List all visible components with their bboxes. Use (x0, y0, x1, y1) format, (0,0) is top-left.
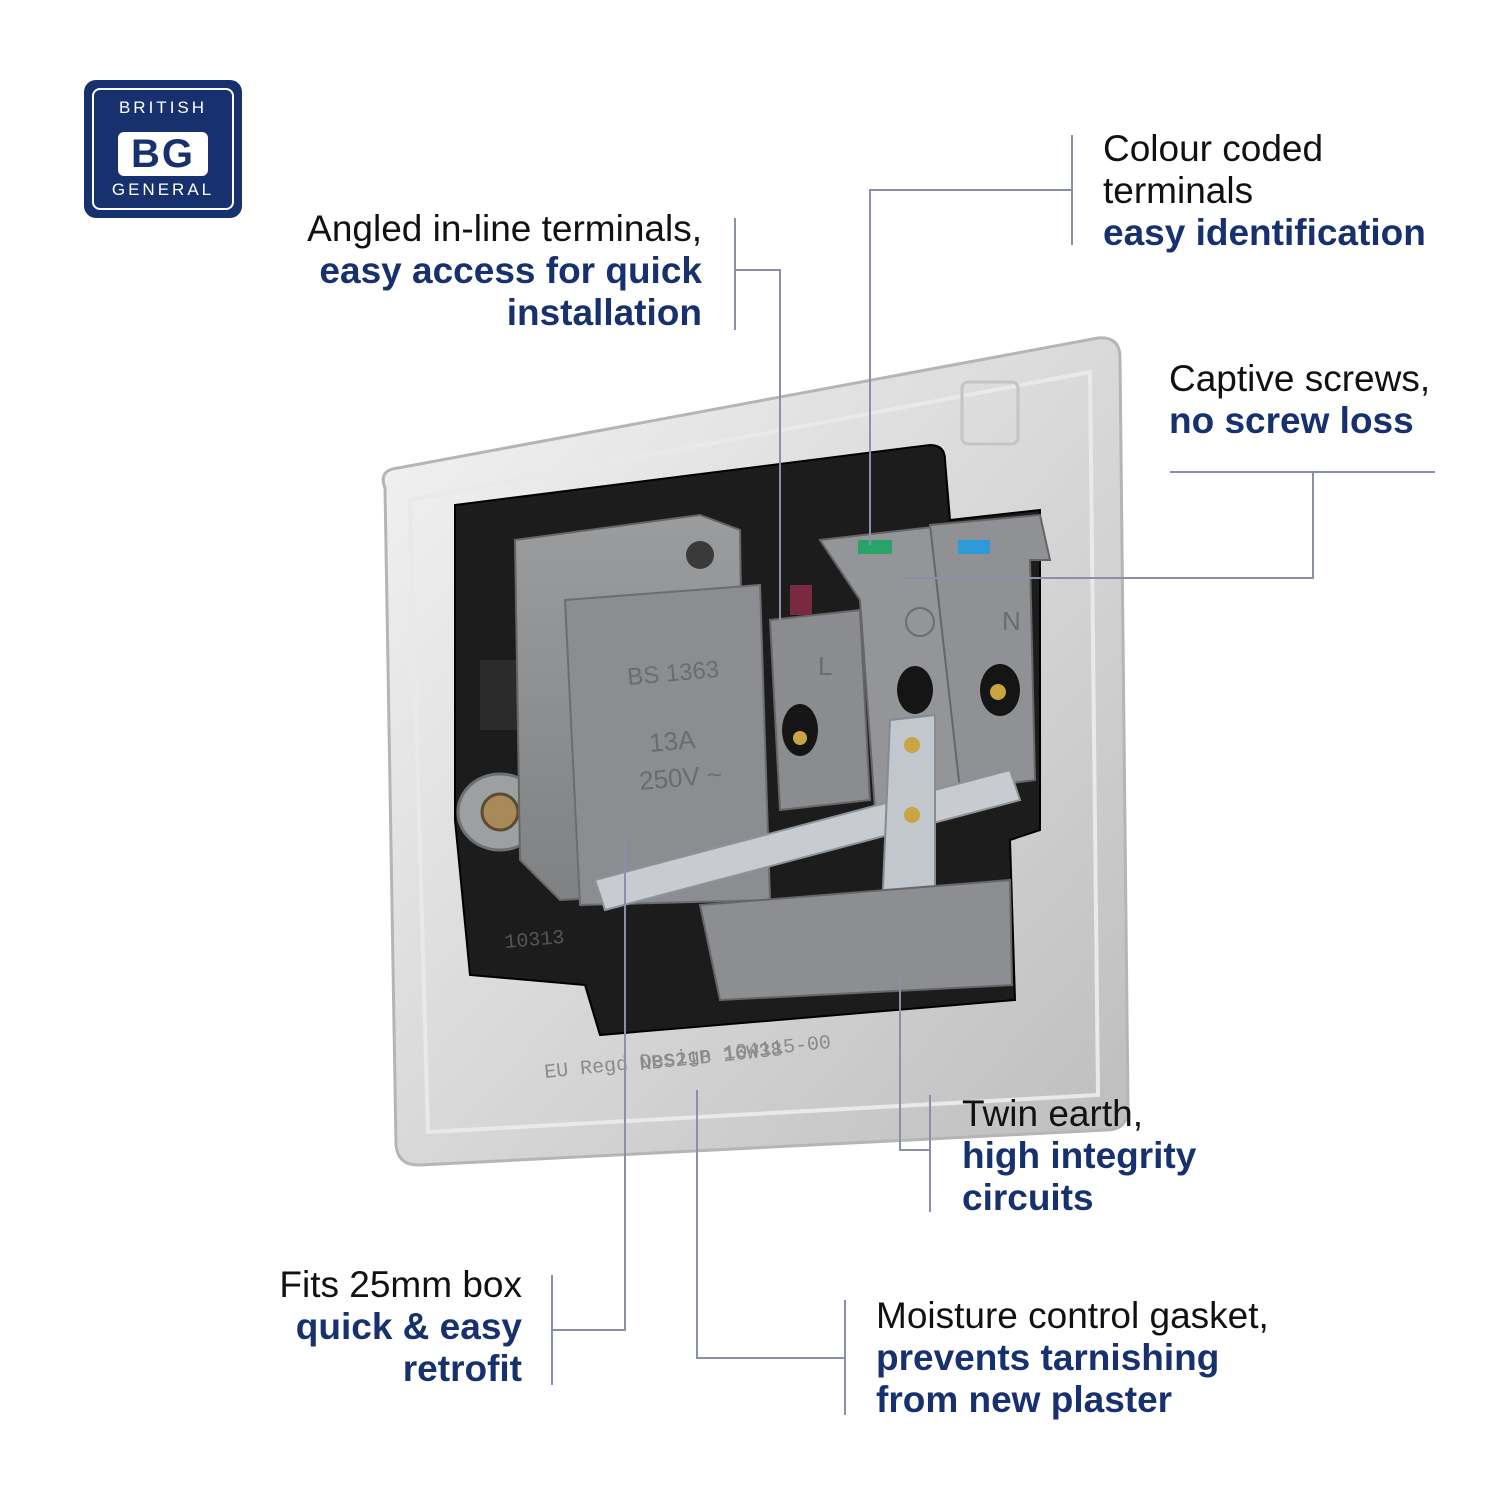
callout-twin-earth: Twin earth, high integrity circuits (962, 1093, 1196, 1219)
callout-captive-line1: Captive screws, (1169, 358, 1431, 399)
callout-angled-line1: Angled in-line terminals, (307, 208, 702, 249)
callout-moisture-gasket: Moisture control gasket, prevents tarnis… (876, 1295, 1269, 1421)
leader-earth-arm (899, 975, 930, 1151)
embossed-logo (960, 380, 1020, 446)
live-screw (793, 731, 807, 745)
marking-live: L (818, 651, 832, 681)
leader-box-arm (552, 840, 626, 1331)
british-general-logo: BRITISH BG GENERAL (84, 80, 242, 218)
leader-colour-arm (869, 189, 1072, 545)
callout-colour-line3: easy identification (1103, 212, 1426, 253)
callout-angled-line3: installation (506, 292, 702, 333)
leader-lines (551, 135, 1435, 1415)
marking-current: 13A (648, 724, 697, 758)
logo-text-bottom: GENERAL (111, 180, 215, 199)
callout-captive-line2: no screw loss (1169, 400, 1414, 441)
callout-angled-line2: easy access for quick (319, 250, 702, 291)
live-terminal (768, 608, 872, 812)
earth-bracket-screw-2 (904, 807, 920, 823)
neutral-colour-code (958, 540, 990, 554)
marking-voltage: 250V ~ (638, 759, 723, 796)
callout-colour-line1: Colour coded (1103, 128, 1324, 169)
callout-colour-coded: Colour coded terminals easy identificati… (1103, 128, 1426, 254)
callout-colour-line2: terminals (1103, 170, 1254, 211)
callout-earth-line3: circuits (962, 1177, 1094, 1218)
earth-colour-code (858, 540, 892, 554)
grey-lower-block (698, 878, 1014, 1002)
earth-symbol-icon (905, 607, 935, 637)
callout-fits-box: Fits 25mm box quick & easy retrofit (279, 1264, 522, 1390)
callout-box-line1: Fits 25mm box (279, 1264, 522, 1305)
mounting-hole (480, 792, 520, 832)
live-colour-code (790, 585, 812, 615)
callout-earth-line1: Twin earth, (962, 1093, 1143, 1134)
callout-angled-terminals: Angled in-line terminals, easy access fo… (307, 208, 702, 334)
callout-captive-screws: Captive screws, no screw loss (1169, 358, 1430, 442)
module-screw (686, 541, 714, 569)
logo-mark: BG (118, 132, 208, 176)
neutral-screw (990, 684, 1006, 700)
callout-box-line2: quick & easy (295, 1306, 522, 1347)
leader-gasket-arm (696, 1090, 845, 1359)
callout-gasket-line3: from new plaster (876, 1379, 1173, 1420)
earth-bracket-screw-1 (904, 737, 920, 753)
leader-captive-arm (905, 472, 1314, 579)
marking-code: 10313 (504, 927, 566, 955)
callout-box-line3: retrofit (402, 1348, 522, 1389)
leader-angled-arm (735, 269, 781, 620)
callout-gasket-line1: Moisture control gasket, (876, 1295, 1269, 1336)
callout-earth-line2: high integrity (962, 1135, 1197, 1176)
logo-border: BRITISH BG GENERAL (92, 88, 234, 210)
live-screw-hole (782, 704, 818, 756)
earth-screw-hole (897, 666, 933, 714)
callout-gasket-line2: prevents tarnishing (876, 1337, 1220, 1378)
back-plate-inner-edge (407, 369, 1101, 1135)
logo-text-top: BRITISH (118, 98, 208, 117)
marking-neutral: N (1002, 606, 1021, 636)
